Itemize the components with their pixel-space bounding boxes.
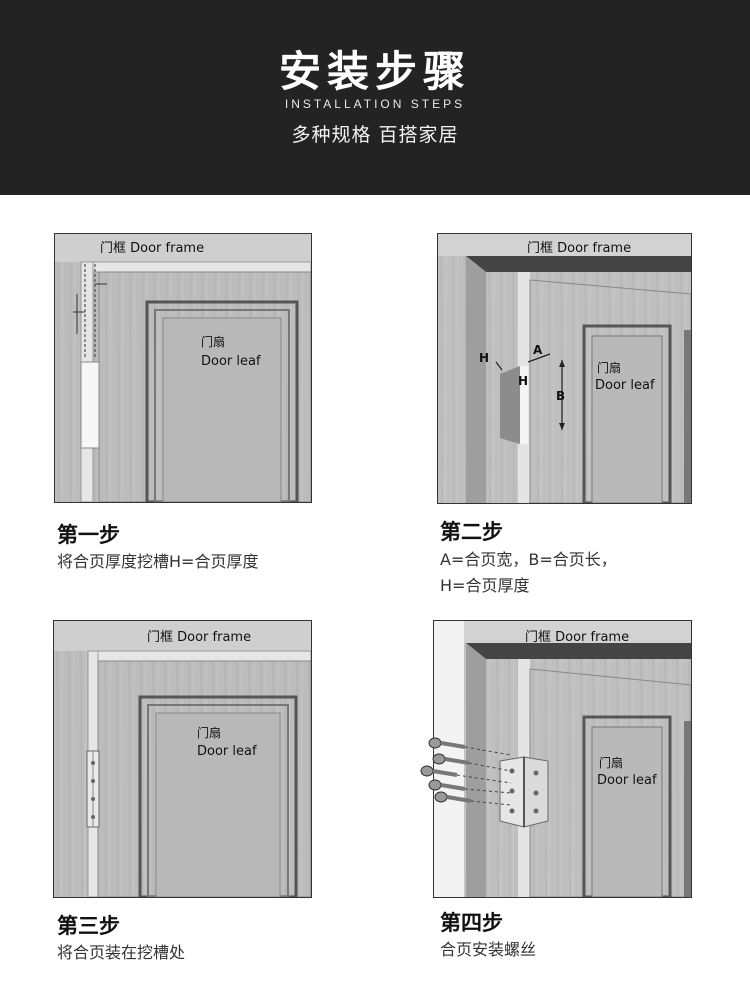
step-4-leaf-label-en: Door leaf <box>597 773 657 788</box>
step-1-leaf-label-en: Door leaf <box>201 354 261 369</box>
step-1-leaf-label-cn: 门扇 <box>201 335 226 349</box>
step-1-frame-label: 门框 Door frame <box>100 241 205 256</box>
step-4-title: 第四步 <box>440 911 503 935</box>
step-3-title: 第三步 <box>57 914 120 938</box>
step-2-illustration <box>437 233 692 504</box>
step-2-frame-label: 门框 Door frame <box>527 241 632 256</box>
step-2-dim-h-left: H <box>479 351 490 365</box>
step-3-desc: 将合页装在挖槽处 <box>57 943 186 962</box>
step-2-leaf-label-cn: 门扇 <box>597 361 622 375</box>
page-title: 安装步骤 <box>278 47 471 96</box>
step-1-title: 第一步 <box>57 523 120 547</box>
step-4-leaf-label-cn: 门扇 <box>599 756 624 770</box>
step-1-desc: 将合页厚度挖槽H=合页厚度 <box>57 552 259 571</box>
page-subtitle-en: INSTALLATION STEPS <box>284 97 466 111</box>
step-3-illustration <box>53 620 312 898</box>
step-3-frame-label: 门框 Door frame <box>147 630 252 645</box>
step-1-illustration <box>54 233 312 503</box>
step-2-desc-line-2: H=合页厚度 <box>440 576 530 595</box>
step-2-dim-b: B <box>556 389 566 403</box>
step-3-leaf-label-cn: 门扇 <box>197 726 222 740</box>
step-2-desc-line-1: A=合页宽，B=合页长， <box>440 550 617 569</box>
step-3-leaf-label-en: Door leaf <box>197 744 257 759</box>
page-subtitle-cn: 多种规格 百搭家居 <box>291 124 459 146</box>
step-2-title: 第二步 <box>440 520 503 544</box>
step-4-illustration <box>433 620 692 898</box>
step-2-dim-h-right: H <box>518 374 529 388</box>
step-2-leaf-label-en: Door leaf <box>595 378 655 393</box>
header-banner: 安装步骤 INSTALLATION STEPS 多种规格 百搭家居 <box>0 0 750 195</box>
screw-icon <box>420 737 512 806</box>
step-2-dim-a: A <box>533 343 543 357</box>
step-4-desc: 合页安装螺丝 <box>440 940 537 959</box>
step-4-frame-label: 门框 Door frame <box>525 630 630 645</box>
